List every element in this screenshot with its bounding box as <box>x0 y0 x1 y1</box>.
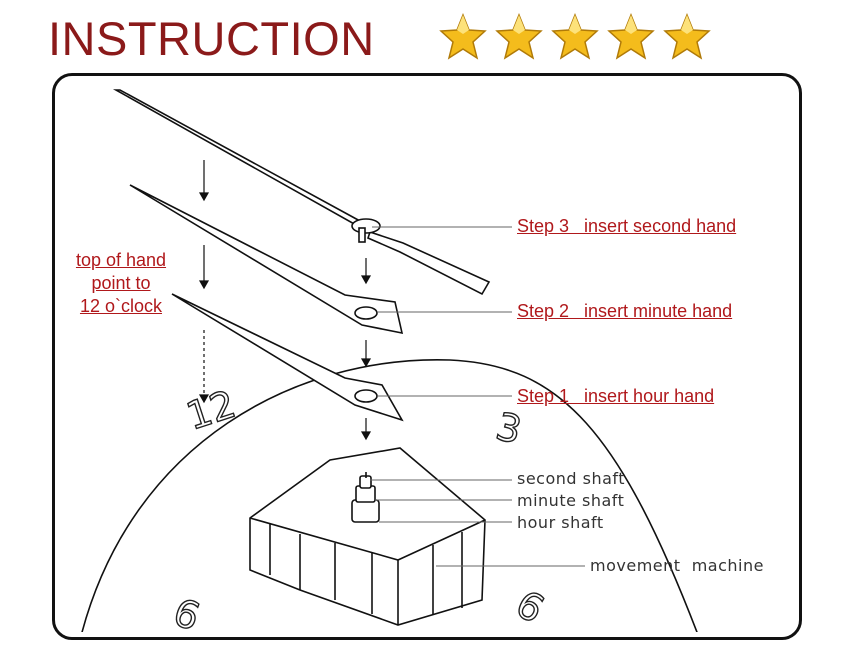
numeral-9: 9 <box>168 588 206 638</box>
movement-machine-label: movement machine <box>590 556 764 575</box>
hour-hand <box>171 293 404 422</box>
numeral-12: 12 <box>181 382 241 439</box>
numeral-3: 3 <box>492 404 526 453</box>
shafts <box>351 472 380 523</box>
star-icon <box>607 12 655 60</box>
leader-lines <box>370 226 585 567</box>
minute-hand <box>129 184 404 335</box>
page-title: INSTRUCTION <box>48 11 375 65</box>
star-icon <box>439 12 487 60</box>
movement-machine <box>249 447 486 626</box>
step-3-label: Step 3 insert second hand <box>517 216 737 236</box>
second-hand <box>112 89 491 296</box>
guide-arrows <box>198 160 372 441</box>
tip-label: top of hand point to 12 o`clock <box>66 249 176 318</box>
tip-line-2: point to <box>91 273 151 293</box>
hour-shaft-label: hour shaft <box>517 513 604 532</box>
second-shaft-label: second shaft <box>517 469 626 488</box>
clock-face-arc <box>79 359 701 632</box>
star-icon <box>663 12 711 60</box>
step-1-label: Step 1 insert hour hand <box>517 386 715 406</box>
step-2-label: Step 2 insert minute hand <box>517 301 733 321</box>
numeral-6: 6 <box>509 582 552 632</box>
tip-line-1: top of hand <box>75 250 167 270</box>
tip-line-3: 12 o`clock <box>79 296 163 316</box>
star-icon <box>551 12 599 60</box>
title-row: INSTRUCTION <box>48 8 375 68</box>
star-icon <box>495 12 543 60</box>
rating-stars <box>438 12 712 62</box>
minute-shaft-label: minute shaft <box>517 491 625 510</box>
